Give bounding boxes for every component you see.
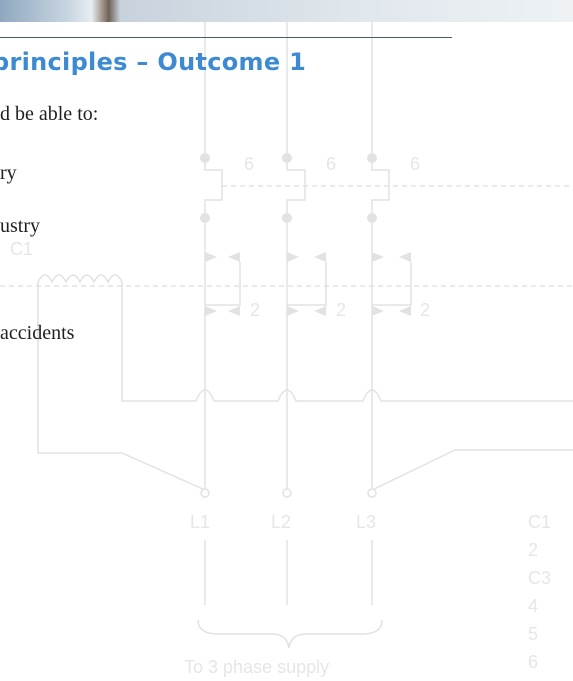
key-label-5: 5 (528, 624, 538, 644)
contact-label-2a: 2 (250, 300, 260, 320)
key-label-4: 4 (528, 596, 538, 616)
contact-label-6c: 6 (410, 154, 420, 174)
key-label-1: C1 (528, 512, 551, 532)
body-line-1: d be able to: (0, 103, 99, 125)
key-label-3: C3 (528, 568, 551, 588)
header-rule (0, 37, 452, 38)
body-line-2: ry (0, 162, 17, 184)
key-label-2: 2 (528, 540, 538, 560)
contact-label-6a: 6 (244, 154, 254, 174)
contact-label-2b: 2 (336, 300, 346, 320)
phase-label-l3: L3 (356, 512, 376, 532)
phase-label-l2: L2 (271, 512, 291, 532)
key-label-6: 6 (528, 652, 538, 672)
body-line-3: ustry (0, 215, 40, 237)
header-photo-strip (0, 0, 573, 22)
contact-label-2c: 2 (420, 300, 430, 320)
coil-label: C1 (10, 239, 33, 259)
body-line-4: accidents (0, 322, 75, 344)
section-heading: principles – Outcome 1 (0, 48, 307, 76)
phase-label-l1: L1 (190, 512, 210, 532)
contact-label-6b: 6 (326, 154, 336, 174)
supply-label: To 3 phase supply (184, 657, 329, 677)
